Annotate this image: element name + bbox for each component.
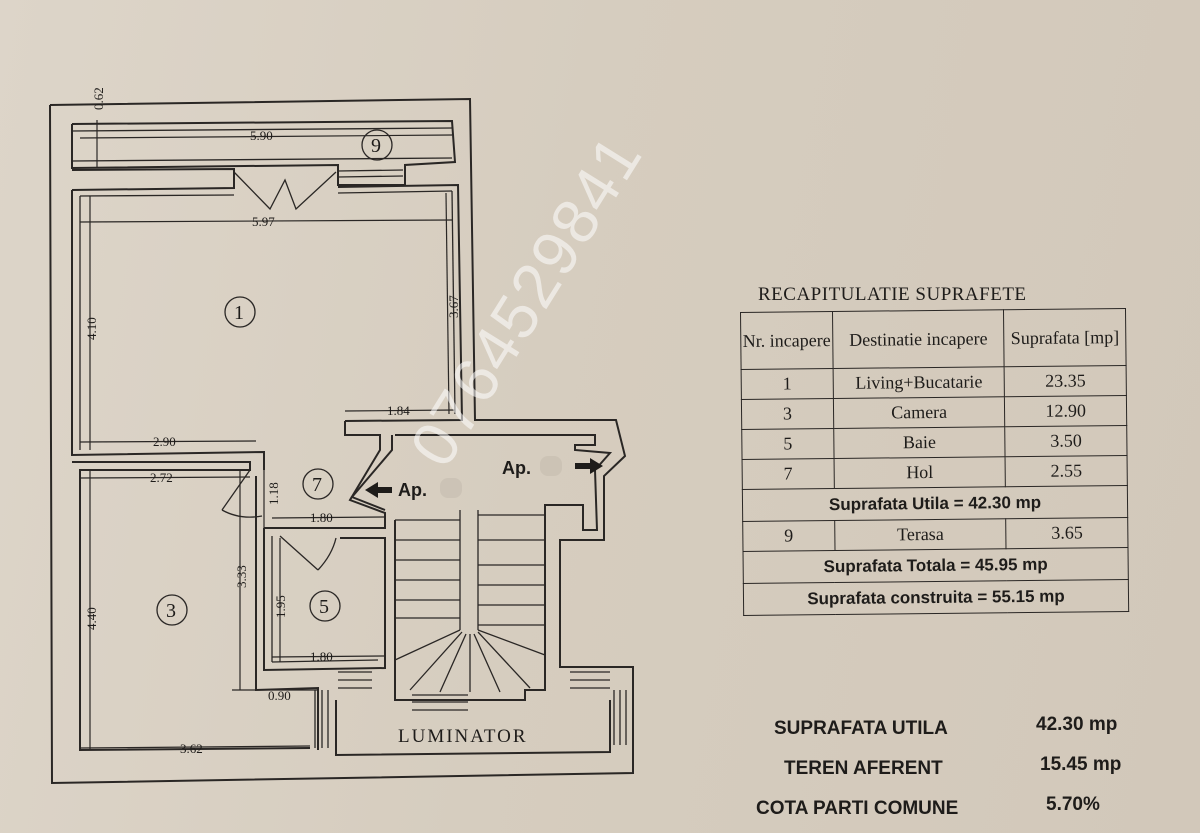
row-dest: Camera [833, 396, 1006, 429]
terrace-inner-line [71, 127, 453, 132]
apartment-door-left [350, 435, 393, 511]
table-row: 7 Hol 2.55 [742, 455, 1128, 490]
table-row: 1 Living+Bucatarie 23.35 [741, 365, 1127, 400]
totala-total: Suprafata Totala = 45.95 mp [743, 547, 1129, 584]
door-room-1 [233, 171, 337, 211]
dim-5-97: 5.97 [252, 214, 275, 229]
table-row: 9 Terasa 3.65 [742, 517, 1128, 552]
construita-total: Suprafata construita = 55.15 mp [743, 579, 1129, 616]
room-1-marker: 1 [224, 296, 256, 328]
room-1-right-wall [337, 183, 464, 422]
row-supr: 12.90 [1004, 395, 1127, 427]
room-1-bottom-wall [71, 190, 265, 470]
svg-text:1: 1 [234, 302, 244, 324]
terrace-steps [337, 169, 404, 178]
room-3-wall [72, 461, 311, 752]
utila-total: Suprafata Utila = 42.30 mp [742, 485, 1128, 522]
cota-value: 5.70% [1046, 794, 1100, 815]
room-9-marker: 9 [361, 129, 393, 161]
utila-row: Suprafata Utila = 42.30 mp [742, 485, 1128, 522]
dim-5-90: 5.90 [250, 128, 273, 143]
room-1-inner-right [451, 190, 456, 415]
header-dest: Destinatie incapere [832, 309, 1005, 369]
dim-1-84: 1.84 [387, 403, 410, 418]
svg-text:5: 5 [319, 596, 329, 618]
room-5-inner-bottom [271, 659, 379, 663]
header-nr: Nr. incapere [740, 311, 833, 370]
hall-wall [264, 421, 386, 529]
room-1-inner-top-right [337, 190, 453, 194]
dim-1-80-top: 1.80 [310, 510, 333, 525]
dim-1-80-bottom: 1.80 [310, 649, 333, 664]
stairs [394, 510, 546, 693]
dim-3-33: 3.33 [234, 565, 249, 588]
teren-label: TEREN AFERENT [784, 758, 943, 779]
row-nr: 1 [741, 368, 834, 400]
row-dest: Baie [833, 426, 1006, 459]
dim-3-67: 3.67 [446, 295, 461, 318]
room-3-marker: 3 [156, 594, 188, 626]
outer-wall [49, 97, 634, 785]
row-nr: 7 [742, 458, 835, 490]
dim-2-72: 2.72 [150, 470, 173, 485]
row-supr: 3.65 [1006, 517, 1128, 549]
terrace-inner-line-2 [71, 157, 453, 162]
row-dest: Living+Bucatarie [832, 366, 1005, 399]
dim-2-90: 2.90 [153, 434, 176, 449]
row-supr: 3.50 [1005, 425, 1128, 457]
row-nr: 5 [741, 428, 834, 460]
svg-text:7: 7 [312, 474, 322, 496]
dim-1-95: 1.95 [273, 595, 288, 618]
table-row: 3 Camera 12.90 [741, 395, 1127, 430]
row-dest: Hol [833, 456, 1006, 489]
svg-text:9: 9 [371, 135, 381, 157]
stairwell-wall [394, 434, 613, 701]
dim-4-10: 4.10 [84, 317, 99, 340]
room-5-marker: 5 [309, 590, 341, 622]
construita-row: Suprafata construita = 55.15 mp [743, 579, 1129, 616]
dim-4-40: 4.40 [84, 607, 99, 630]
recap-title: RECAPITULATIE SUPRAFETE [758, 284, 1027, 305]
row-dest: Terasa [834, 518, 1007, 551]
recap-table: Nr. incapere Destinatie incapere Suprafa… [740, 308, 1129, 616]
utila-label: SUPRAFATA UTILA [774, 718, 948, 739]
room-1-inner-top [79, 194, 235, 197]
row-nr: 9 [742, 520, 835, 552]
dim-0-90: 0.90 [268, 688, 291, 703]
row-supr: 23.35 [1004, 365, 1127, 397]
utila-value: 42.30 mp [1036, 714, 1118, 735]
door-room-3-arc [221, 509, 263, 518]
recap-header-row: Nr. incapere Destinatie incapere Suprafa… [740, 308, 1127, 370]
room-1-wall [71, 167, 235, 191]
svg-text:Ap.: Ap. [398, 480, 427, 500]
door-room-3-leaf [221, 469, 251, 511]
dim-0-62: 0.62 [91, 87, 106, 110]
svg-text:Ap.: Ap. [502, 458, 531, 478]
door-room-5-arc [317, 537, 337, 571]
luminator-steps [314, 671, 627, 748]
room-5-inner [263, 528, 386, 672]
luminator-wall [335, 700, 611, 757]
row-supr: 2.55 [1005, 455, 1128, 487]
room-5-wall [255, 476, 319, 750]
room-7-marker: 7 [302, 468, 334, 500]
luminator-label: LUMINATOR [398, 726, 528, 747]
cota-label: COTA PARTI COMUNE [756, 798, 959, 819]
teren-value: 15.45 mp [1040, 754, 1122, 775]
apartment-right-marker: Ap. [502, 456, 603, 478]
dimension-lines [79, 120, 456, 750]
table-row: 5 Baie 3.50 [741, 425, 1128, 460]
svg-text:3: 3 [166, 600, 176, 622]
totala-row: Suprafata Totala = 45.95 mp [743, 547, 1129, 584]
row-nr: 3 [741, 398, 834, 430]
apartment-left-marker: Ap. [365, 478, 462, 500]
header-supr: Suprafata [mp] [1003, 308, 1127, 367]
door-room-5-leaf [279, 535, 319, 571]
dim-1-18: 1.18 [266, 482, 281, 505]
dim-3-62: 3.62 [180, 741, 203, 756]
